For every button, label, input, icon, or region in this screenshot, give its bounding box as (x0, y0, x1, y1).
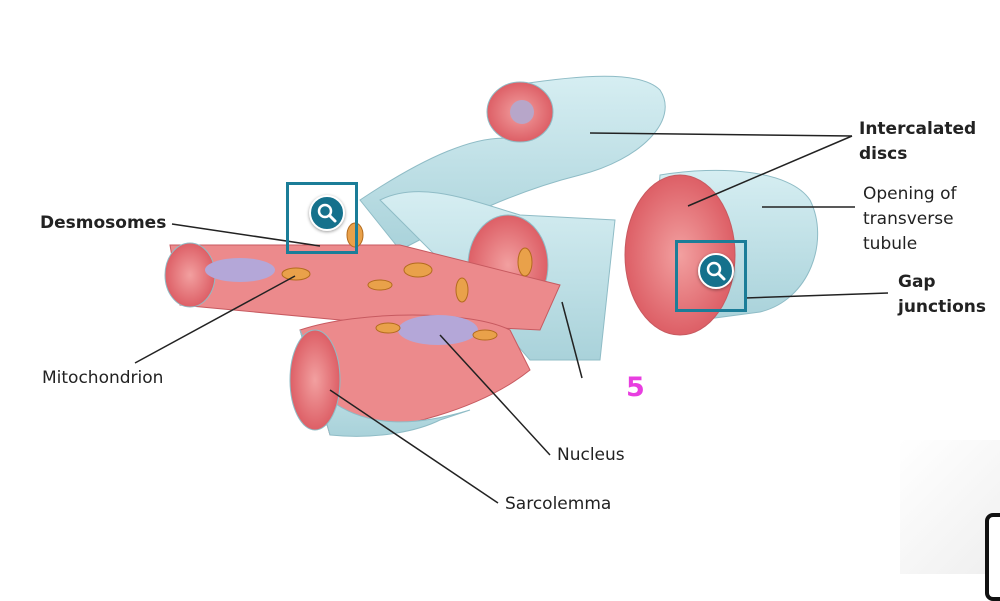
leader-intercalated-2 (687, 135, 853, 207)
leader-nucleus (439, 334, 551, 456)
leader-unlabeled (561, 301, 583, 379)
label-gap-junctions: Gap junctions (898, 270, 986, 320)
leader-mitochondrion (134, 275, 296, 364)
label-line: Opening of (863, 184, 957, 204)
label-line: Gap (898, 272, 936, 292)
leader-sarcolemma (329, 389, 499, 504)
label-desmosomes: Desmosomes (40, 213, 167, 233)
nucleus-shape (205, 258, 275, 282)
label-sarcolemma: Sarcolemma (505, 494, 612, 514)
label-opening-transverse-tubule: Opening of transverse tubule (863, 182, 956, 257)
label-line: transverse (863, 209, 954, 229)
overlapping-panel-corner (985, 513, 1000, 601)
zoom-box-gap-junctions[interactable] (675, 240, 747, 312)
leader-desmosomes (171, 223, 321, 247)
cardiac-muscle-illustration (134, 75, 889, 504)
leader-intercalated-1 (589, 132, 853, 137)
label-intercalated-discs: Intercalated discs (859, 117, 976, 167)
label-line: Intercalated (859, 119, 977, 139)
zoom-box-desmosomes[interactable] (286, 182, 358, 254)
magnifier-icon[interactable] (309, 195, 345, 231)
label-nucleus: Nucleus (557, 445, 625, 465)
leader-gap (744, 292, 889, 299)
corner-shadow (900, 440, 1000, 574)
fiber-right-end (624, 174, 736, 336)
label-line: discs (859, 144, 908, 164)
label-mitochondrion: Mitochondrion (42, 368, 164, 388)
label-line: tubule (863, 234, 918, 254)
label-line: junctions (898, 297, 986, 317)
figure-number: 5 (626, 372, 645, 403)
magnifier-icon[interactable] (698, 253, 734, 289)
